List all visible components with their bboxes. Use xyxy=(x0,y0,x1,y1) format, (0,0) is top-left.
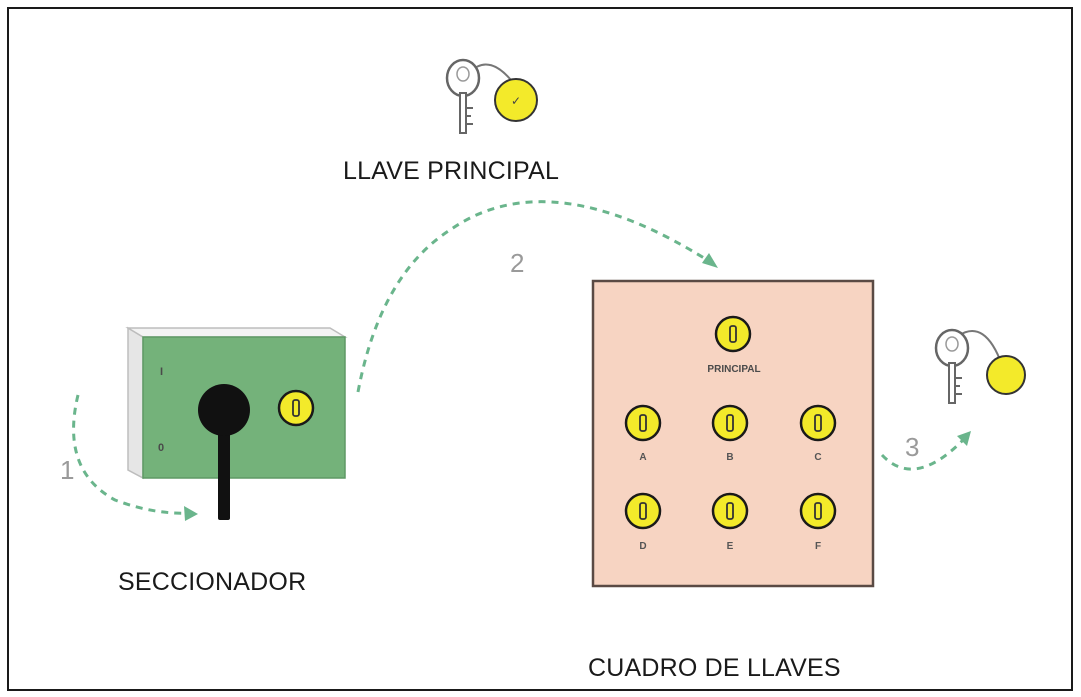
lock-c-icon xyxy=(799,404,837,442)
switch-off-label: 0 xyxy=(158,442,165,454)
step-3-label: 3 xyxy=(905,432,920,462)
lock-f-icon xyxy=(799,492,837,530)
lock-b-label: B xyxy=(726,452,734,463)
lock-b-icon xyxy=(711,404,749,442)
disconnector-label: SECCIONADOR xyxy=(118,568,307,596)
step-arrows xyxy=(72,200,967,515)
principal-lock-icon xyxy=(714,315,752,353)
lock-e-label: E xyxy=(726,541,734,552)
step-1-label: 1 xyxy=(60,455,75,485)
lock-a-icon xyxy=(624,404,662,442)
key-board-label: CUADRO DE LLAVES xyxy=(588,654,841,682)
svg-text:✓: ✓ xyxy=(511,94,521,108)
lock-d-label: D xyxy=(639,541,647,552)
rotary-handle-icon xyxy=(198,384,250,520)
lock-e-icon xyxy=(711,492,749,530)
step-2-label: 2 xyxy=(510,248,525,278)
switch-on-label: I xyxy=(160,366,164,378)
disconnector-lock-icon xyxy=(277,389,315,427)
lock-a-label: A xyxy=(639,452,647,463)
master-key-label: LLAVE PRINCIPAL xyxy=(343,157,560,185)
lock-c-label: C xyxy=(814,452,822,463)
master-key-icon: ✓ xyxy=(445,58,538,135)
principal-label: PRINCIPAL xyxy=(707,364,761,375)
released-key-icon xyxy=(934,328,1026,405)
arrowheads xyxy=(184,253,971,521)
lock-d-icon xyxy=(624,492,662,530)
lock-f-label: F xyxy=(814,541,822,552)
